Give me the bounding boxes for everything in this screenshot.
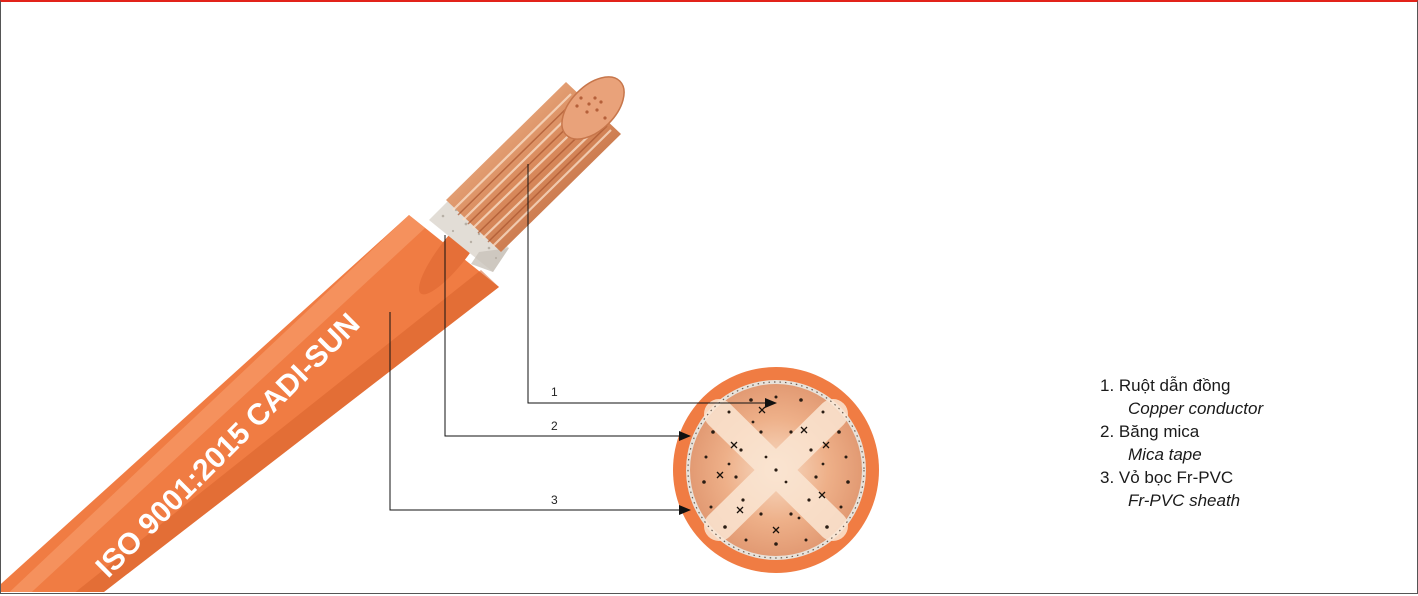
legend-label-en: Mica tape <box>1100 443 1263 466</box>
legend-label-vi: 3. Vỏ bọc Fr-PVC <box>1100 468 1233 487</box>
cable-side-view: ISO 9001:2015 CADI-SUN <box>1 66 635 596</box>
callout-number-2: 2 <box>551 419 558 433</box>
legend-label-vi: 2. Băng mica <box>1100 422 1199 441</box>
legend-item: 2. Băng mica Mica tape <box>1100 420 1263 466</box>
callout-number-1: 1 <box>551 385 558 399</box>
legend-item: 1. Ruột dẫn đồng Copper conductor <box>1100 374 1263 420</box>
cable-print-text: ISO 9001:2015 CADI-SUN <box>90 307 367 584</box>
legend-label-en: Fr-PVC sheath <box>1100 489 1263 512</box>
legend-item: 3. Vỏ bọc Fr-PVC Fr-PVC sheath <box>1100 466 1263 512</box>
callout-number-3: 3 <box>551 493 558 507</box>
legend-label-en: Copper conductor <box>1100 397 1263 420</box>
legend: 1. Ruột dẫn đồng Copper conductor 2. Băn… <box>1100 374 1263 512</box>
cable-cross-section <box>673 367 879 573</box>
leader-line-3 <box>390 312 690 510</box>
leader-line-1 <box>528 164 776 403</box>
legend-label-vi: 1. Ruột dẫn đồng <box>1100 376 1230 395</box>
